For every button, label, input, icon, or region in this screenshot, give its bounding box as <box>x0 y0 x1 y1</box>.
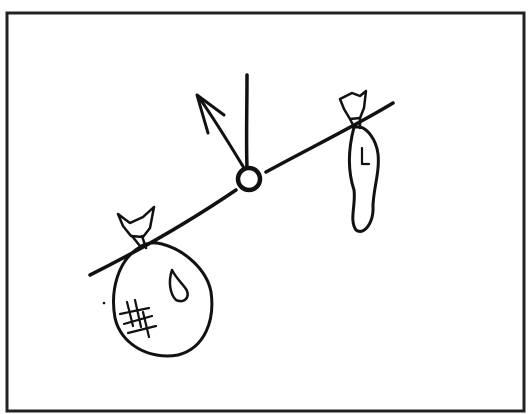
small-bag-mark <box>362 148 369 164</box>
big-bag-hash-mark <box>120 300 156 337</box>
beam-left <box>90 190 236 275</box>
small-bag-body <box>350 127 379 231</box>
ink-dot <box>103 302 106 305</box>
big-bag-body <box>114 243 212 356</box>
small-bag-knot <box>340 91 366 119</box>
frame-border <box>7 13 524 411</box>
arrow-shaft <box>198 96 244 168</box>
pivot-circle <box>238 168 260 190</box>
big-bag-knot <box>118 207 154 237</box>
big-bag-hole <box>170 270 188 301</box>
